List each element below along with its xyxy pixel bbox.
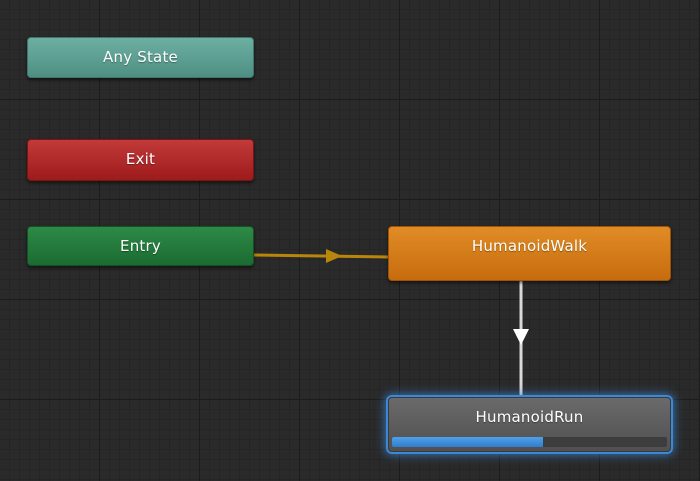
state-label: HumanoidWalk xyxy=(471,237,588,255)
state-progress-bar xyxy=(392,437,667,447)
state-node-entry[interactable]: Entry xyxy=(27,226,254,266)
state-node-humanoid-walk[interactable]: HumanoidWalk xyxy=(388,226,671,281)
state-node-any-state[interactable]: Any State xyxy=(27,37,254,78)
state-node-humanoid-run[interactable]: HumanoidRun xyxy=(388,397,671,452)
state-progress-fill xyxy=(392,437,544,447)
state-label: Entry xyxy=(120,237,161,255)
state-label: Exit xyxy=(125,150,156,168)
state-label: Any State xyxy=(103,48,178,66)
state-label: HumanoidRun xyxy=(475,408,584,426)
state-node-exit[interactable]: Exit xyxy=(27,139,254,181)
transition-entry-to-walk[interactable] xyxy=(253,249,389,263)
transition-walk-to-run[interactable] xyxy=(513,281,529,397)
